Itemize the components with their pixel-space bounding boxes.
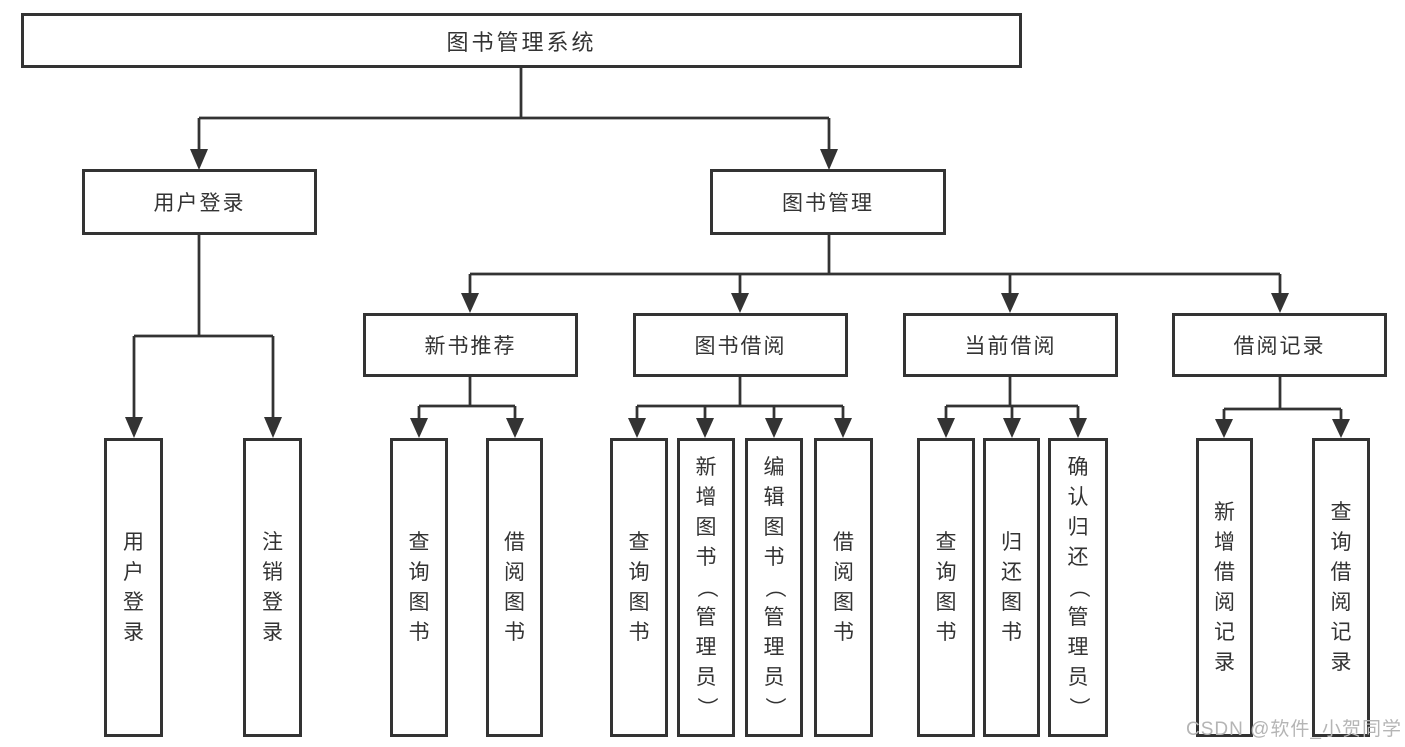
leaf-bb-query-books-label: 查询图书 — [628, 531, 650, 644]
leaf-bb-add-books-admin-label: 新增图书（管理员） — [694, 456, 718, 718]
leaf-user-login: 用户登录 — [104, 438, 163, 737]
leaf-logout-label: 注销登录 — [262, 531, 283, 644]
connector-root-to-level2 — [190, 68, 838, 170]
connector-current-borrowing-children — [937, 377, 1087, 438]
connector-borrowing-records-children — [1215, 377, 1350, 438]
node-new-book-recommend: 新书推荐 — [363, 313, 578, 377]
leaf-br-query-record: 查询借阅记录 — [1312, 438, 1370, 737]
leaf-cb-query-books-label: 查询图书 — [935, 531, 957, 644]
leaf-bb-borrow-books-label: 借阅图书 — [833, 531, 854, 644]
node-book-management: 图书管理 — [710, 169, 946, 235]
csdn-watermark: CSDN @软件_小贺同学 — [1186, 719, 1402, 740]
connector-user-login-children — [125, 235, 282, 438]
leaf-bb-add-books-admin: 新增图书（管理员） — [677, 438, 735, 737]
leaf-br-query-record-label: 查询借阅记录 — [1330, 501, 1352, 674]
node-user-login: 用户登录 — [82, 169, 317, 235]
leaf-user-login-label: 用户登录 — [123, 531, 144, 644]
connector-new-book-recommend-children — [410, 377, 524, 438]
connector-book-management-children — [461, 235, 1289, 313]
leaf-logout: 注销登录 — [243, 438, 302, 737]
connector-book-borrowing-children — [628, 377, 852, 438]
leaf-cb-confirm-return-admin-label: 确认归还（管理员） — [1066, 456, 1090, 718]
leaf-bb-borrow-books: 借阅图书 — [814, 438, 873, 737]
leaf-bb-query-books: 查询图书 — [610, 438, 668, 737]
leaf-cb-query-books: 查询图书 — [917, 438, 975, 737]
leaf-nb-query-books: 查询图书 — [390, 438, 448, 737]
leaf-cb-return-books-label: 归还图书 — [1001, 531, 1022, 644]
node-current-borrowing: 当前借阅 — [903, 313, 1118, 377]
leaf-cb-confirm-return-admin: 确认归还（管理员） — [1048, 438, 1108, 737]
leaf-nb-query-books-label: 查询图书 — [408, 531, 430, 644]
leaf-bb-edit-books-admin-label: 编辑图书（管理员） — [762, 456, 786, 718]
node-borrowing-records: 借阅记录 — [1172, 313, 1387, 377]
leaf-nb-borrow-books-label: 借阅图书 — [504, 531, 525, 644]
leaf-nb-borrow-books: 借阅图书 — [486, 438, 543, 737]
leaf-br-add-record: 新增借阅记录 — [1196, 438, 1253, 737]
leaf-cb-return-books: 归还图书 — [983, 438, 1040, 737]
node-book-borrowing: 图书借阅 — [633, 313, 848, 377]
node-library-management-system: 图书管理系统 — [21, 13, 1022, 68]
leaf-bb-edit-books-admin: 编辑图书（管理员） — [745, 438, 803, 737]
leaf-br-add-record-label: 新增借阅记录 — [1214, 501, 1235, 674]
